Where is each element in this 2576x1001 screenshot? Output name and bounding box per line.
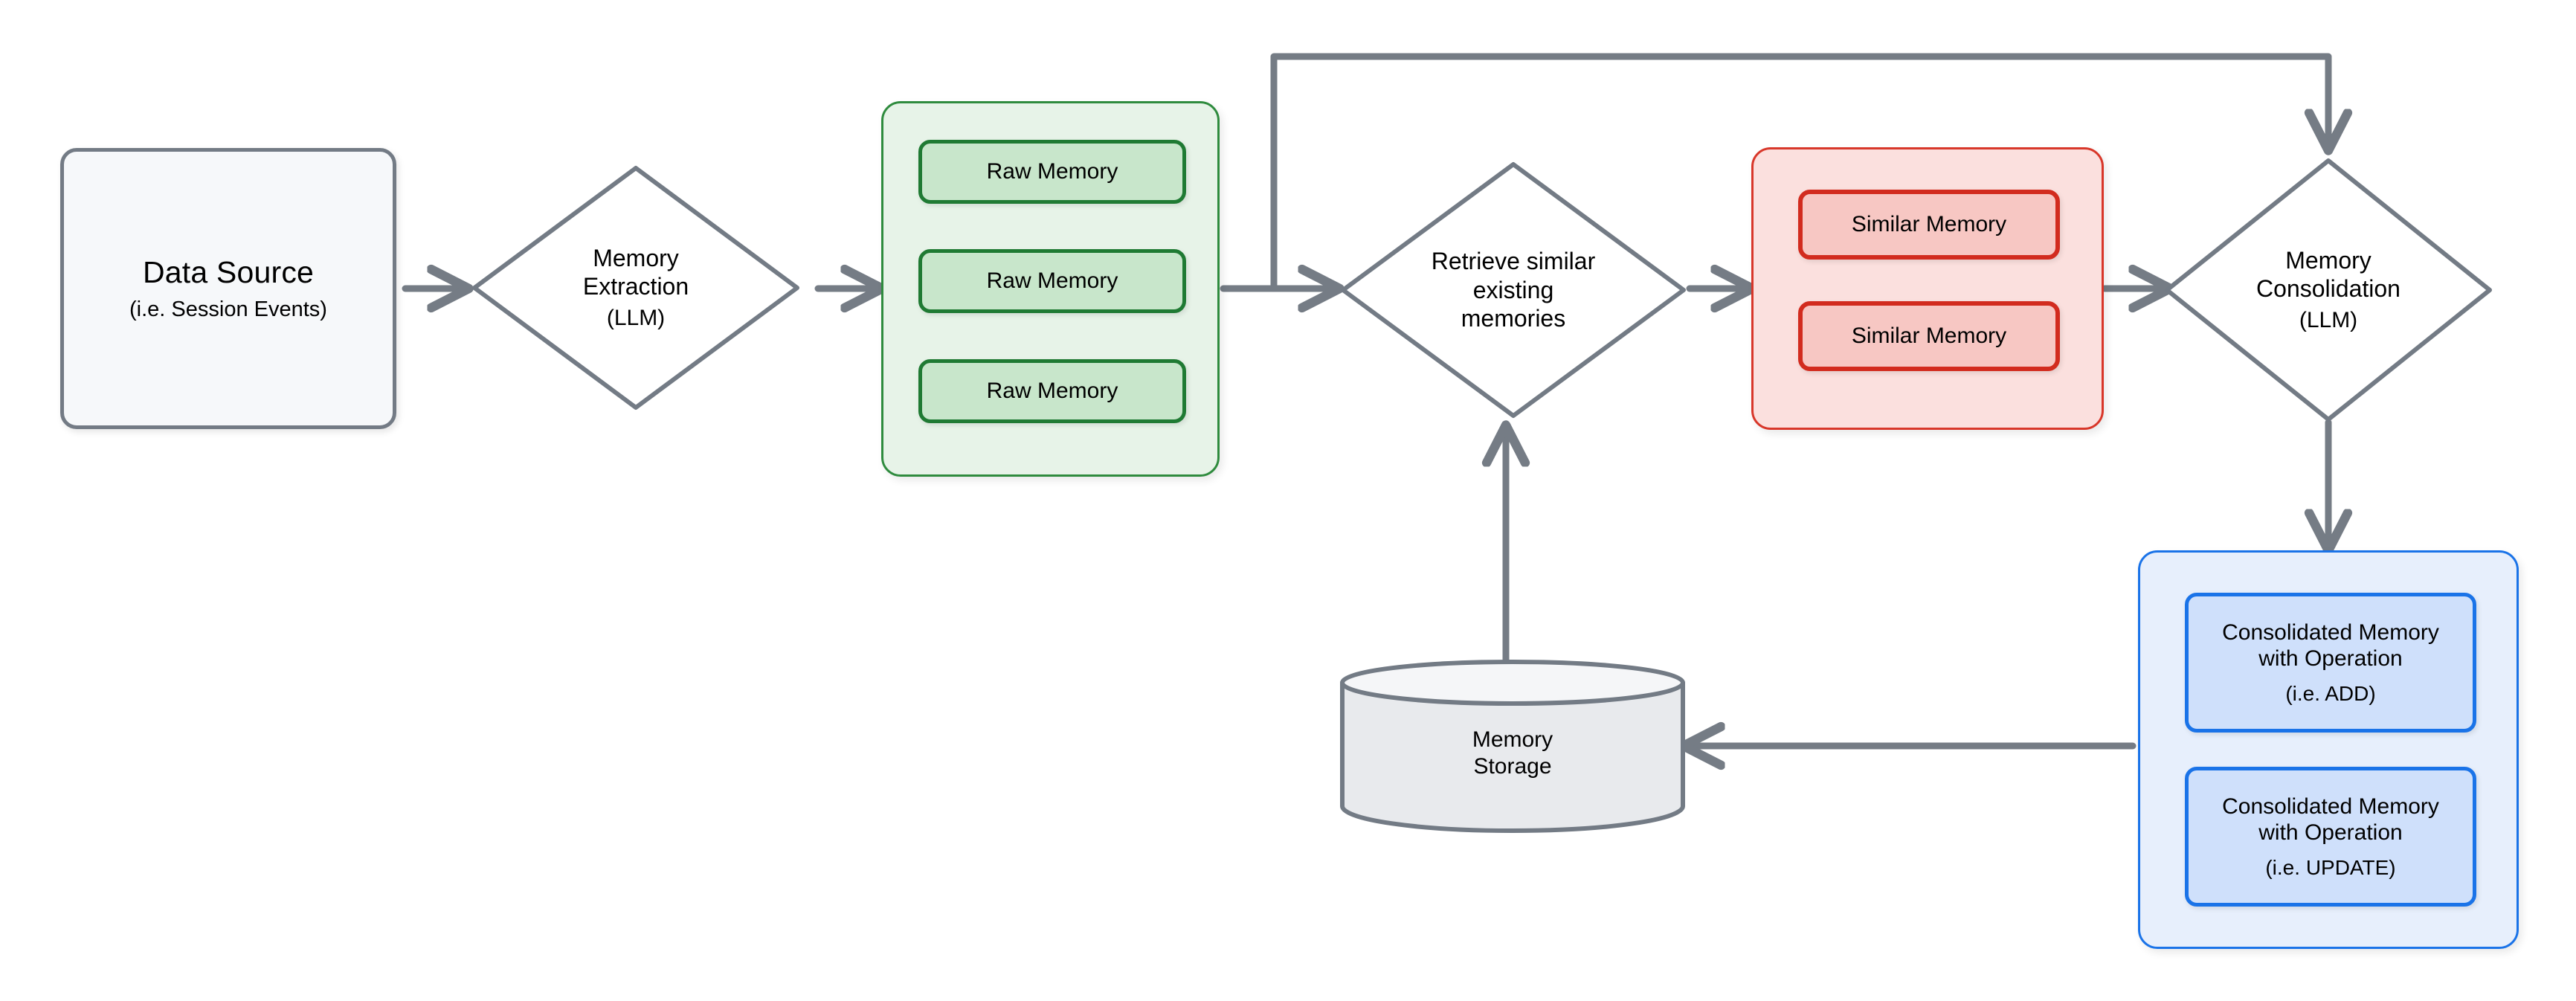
consolidated-memory-label: Consolidated Memory with Operation: [2222, 620, 2439, 672]
raw-memory-label: Raw Memory: [986, 159, 1118, 184]
node-memory-storage[interactable]: Memory Storage: [1339, 658, 1687, 833]
raw-memory-item[interactable]: Raw Memory: [918, 359, 1186, 423]
group-consolidated-memory[interactable]: Consolidated Memory with Operation (i.e.…: [2138, 550, 2519, 949]
node-data-source[interactable]: Data Source (i.e. Session Events): [60, 148, 396, 429]
consolidated-memory-operation: (i.e. ADD): [2285, 681, 2376, 705]
memory-storage-cylinder-shape: [1340, 660, 1685, 833]
group-similar-memory[interactable]: Similar Memory Similar Memory: [1751, 147, 2104, 430]
data-source-subtitle: (i.e. Session Events): [129, 297, 327, 321]
consolidated-memory-label: Consolidated Memory with Operation: [2222, 794, 2439, 846]
raw-memory-item[interactable]: Raw Memory: [918, 140, 1186, 204]
similar-memory-item[interactable]: Similar Memory: [1798, 190, 2060, 260]
consolidated-memory-operation: (i.e. UPDATE): [2265, 855, 2396, 879]
similar-memory-item[interactable]: Similar Memory: [1798, 301, 2060, 371]
raw-memory-label: Raw Memory: [986, 379, 1118, 404]
node-memory-extraction[interactable]: Memory Extraction (LLM): [470, 164, 802, 412]
memory-consolidation-diamond-shape: [2165, 158, 2492, 422]
similar-memory-label: Similar Memory: [1851, 324, 2007, 349]
memory-extraction-diamond-shape: [472, 166, 799, 410]
group-raw-memory[interactable]: Raw Memory Raw Memory Raw Memory: [881, 101, 1220, 477]
similar-memory-label: Similar Memory: [1851, 212, 2007, 237]
node-memory-consolidation[interactable]: Memory Consolidation (LLM): [2163, 156, 2494, 424]
data-source-title: Data Source: [142, 254, 315, 289]
retrieve-similar-diamond-shape: [1341, 162, 1686, 418]
consolidated-memory-item[interactable]: Consolidated Memory with Operation (i.e.…: [2185, 767, 2476, 907]
consolidated-memory-item[interactable]: Consolidated Memory with Operation (i.e.…: [2185, 593, 2476, 733]
edge-rawmemory-bypass-to-consolidation: [1270, 53, 2328, 292]
raw-memory-item[interactable]: Raw Memory: [918, 249, 1186, 313]
raw-memory-label: Raw Memory: [986, 268, 1118, 294]
node-retrieve-similar-memories[interactable]: Retrieve similar existing memories: [1339, 160, 1688, 420]
